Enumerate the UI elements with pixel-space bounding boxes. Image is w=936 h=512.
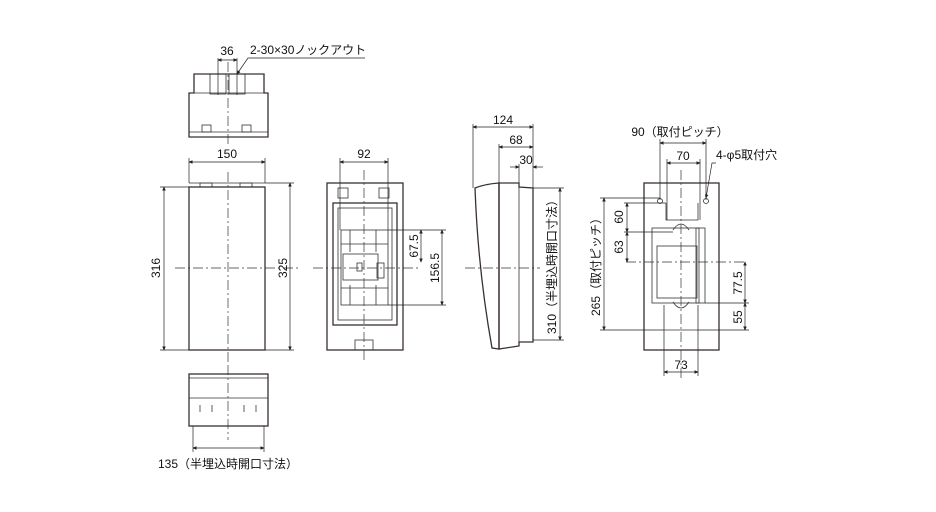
bottom-view xyxy=(188,365,269,452)
dim-rear-pitch-h: 90（取付ピッチ） xyxy=(631,125,728,139)
dim-rear-inner: 70 xyxy=(676,149,690,163)
rear-view xyxy=(600,139,749,380)
dim-rear-63: 63 xyxy=(612,240,626,254)
dim-interior-upper: 67.5 xyxy=(407,234,421,258)
side-view xyxy=(465,124,564,350)
dim-interior-total: 156.5 xyxy=(428,253,442,283)
dim-interior-width: 92 xyxy=(357,147,371,161)
dim-side-depth-mid: 68 xyxy=(509,133,523,147)
dim-knockout-spacing: 36 xyxy=(220,44,234,58)
knockout-label: 2-30×30ノックアウト xyxy=(250,43,366,57)
dim-front-height-left: 316 xyxy=(149,258,163,278)
dim-rear-77-5: 77.5 xyxy=(731,271,745,295)
interior-view xyxy=(313,158,446,362)
hole-label: 4-φ5取付穴 xyxy=(716,147,777,162)
dim-side-depth-total: 124 xyxy=(493,113,513,127)
dim-bottom-opening: 135（半埋込時開口寸法） xyxy=(158,457,298,471)
dim-rear-pitch-v: 265（取付ピッチ） xyxy=(589,212,603,316)
dim-front-height-right: 325 xyxy=(276,258,290,278)
front-view xyxy=(160,158,300,362)
top-view xyxy=(188,57,365,145)
dim-side-depth-small: 30 xyxy=(519,153,533,167)
dim-front-width: 150 xyxy=(217,147,237,161)
dim-side-opening: 310（半埋込時開口寸法） xyxy=(545,194,559,334)
dim-rear-73: 73 xyxy=(674,358,688,372)
dim-rear-55: 55 xyxy=(731,310,745,324)
dim-rear-60: 60 xyxy=(612,210,626,224)
